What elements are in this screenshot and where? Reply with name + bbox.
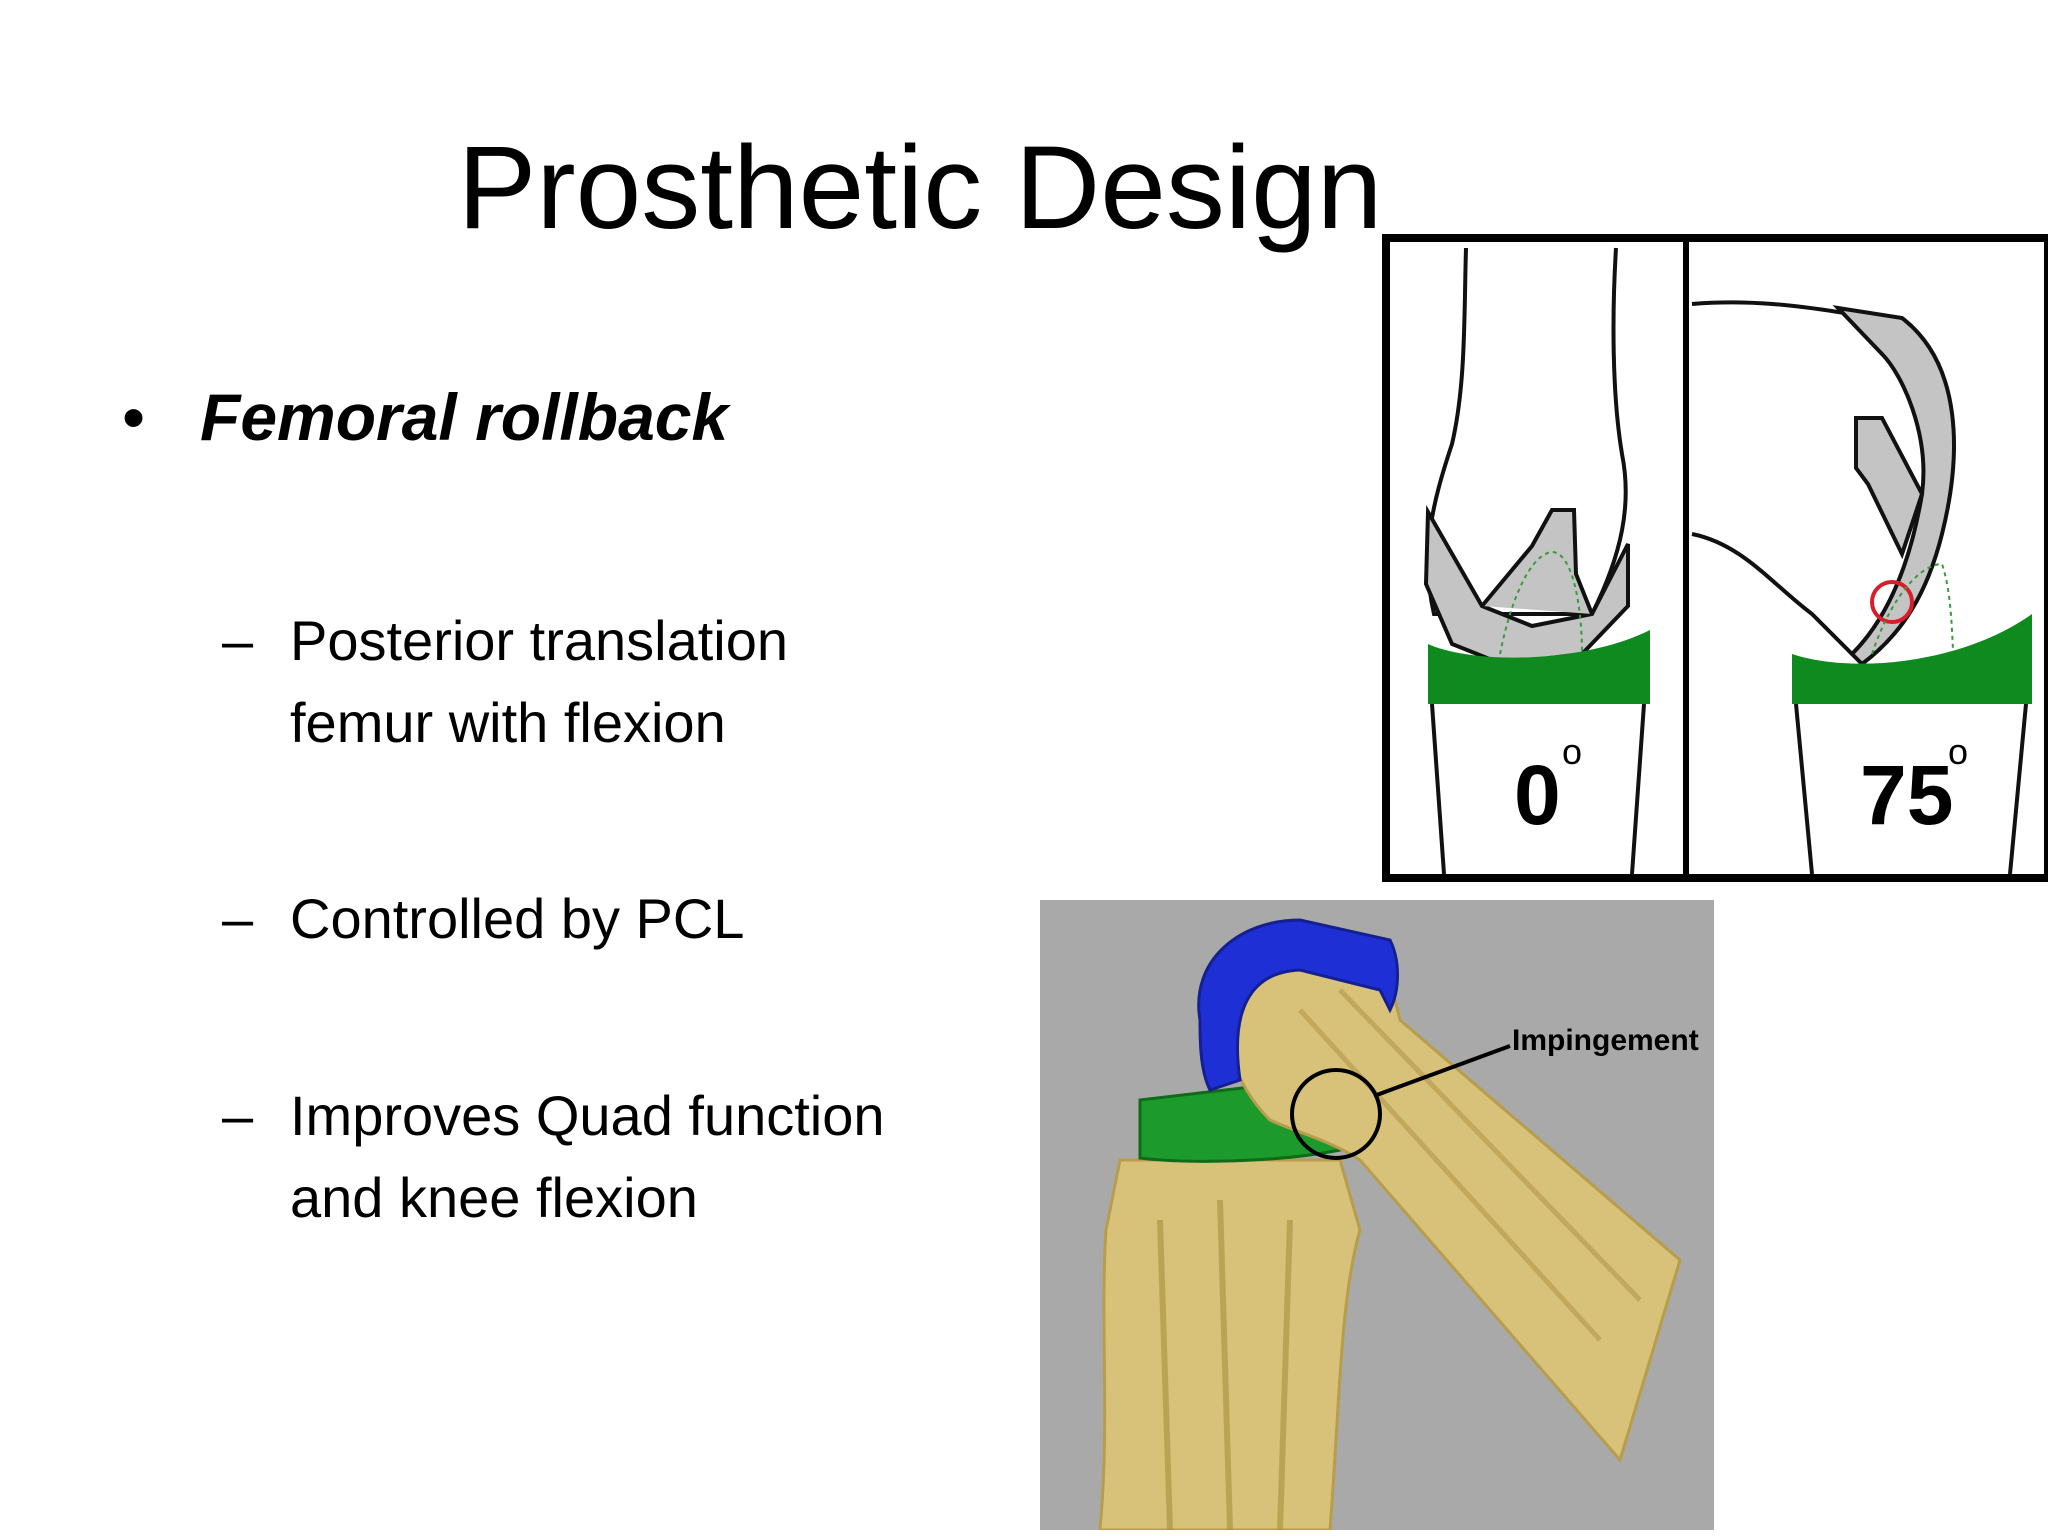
femur-texture — [1298, 988, 1642, 1342]
tibial-insert-flexed — [1792, 614, 2032, 704]
femoral-box-flexed — [1854, 416, 1925, 560]
femur-outline — [1425, 247, 1628, 616]
degree-symbol: o — [1562, 731, 1582, 772]
sub-item-line: femur with flexion — [290, 691, 726, 754]
tibia-texture — [1157, 1199, 1293, 1530]
panel-75-degrees: 75 o — [1691, 300, 2032, 875]
angle-75-label: 75 — [1860, 748, 1953, 842]
tibia-right-edge — [1630, 703, 1646, 875]
tibia-left-edge — [1430, 703, 1446, 875]
degree-symbol: o — [1948, 731, 1968, 772]
impingement-label: Impingement — [1512, 1024, 1699, 1057]
bullet-text: Femoral rollback — [200, 380, 729, 454]
contact-circle — [1870, 580, 1914, 624]
sub-item-text: Controlled by PCL — [290, 878, 1050, 960]
femoral-box — [1480, 508, 1594, 615]
femoral-component — [1423, 504, 1630, 667]
knee-impingement-render: Impingement — [1040, 900, 1714, 1530]
sub-item-marker: – — [222, 609, 254, 672]
sub-item-marker: – — [222, 1084, 254, 1147]
femoral-rollback-diagram: 0 o 75 o — [1382, 234, 2048, 882]
femoral-component-blue — [1197, 918, 1399, 1092]
tibia-left-edge-flexed — [1794, 703, 1814, 875]
sub-item-line: Improves Quad function — [290, 1084, 885, 1147]
sub-item-text: Improves Quad function and knee flexion — [290, 1075, 1050, 1239]
pcl-dotted-line-flexed — [1871, 562, 1955, 675]
sub-item-text: Posterior translation femur with flexion — [290, 600, 1050, 764]
diagram-frame — [1382, 234, 2048, 882]
bullet-marker: • — [122, 380, 146, 454]
tibial-insert — [1428, 630, 1650, 704]
tibia-right-edge-flexed — [2008, 703, 2028, 875]
angle-0-label: 0 — [1514, 748, 1561, 842]
pcl-dotted-line — [1499, 550, 1583, 655]
sub-item-line: and knee flexion — [290, 1166, 698, 1229]
impingement-leader-line — [1373, 1044, 1511, 1098]
sub-item-line: Controlled by PCL — [290, 887, 745, 950]
sub-item-line: Posterior translation — [290, 609, 789, 672]
femur-lower-outline — [1691, 532, 1854, 656]
slide-title: Prosthetic Design — [457, 122, 1383, 254]
sub-item-marker: – — [222, 887, 254, 950]
impingement-circle — [1290, 1068, 1382, 1160]
panel-0-degrees: 0 o — [1423, 247, 1650, 875]
